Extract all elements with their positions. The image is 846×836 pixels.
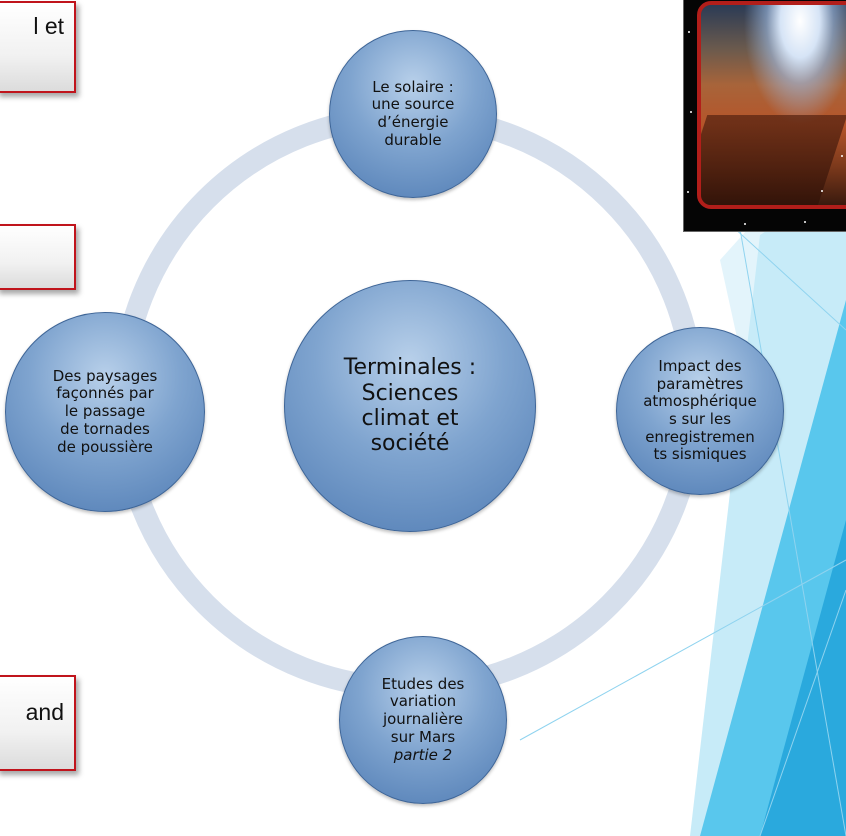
top-node-label: Le solaire : une source d’énergie durabl… bbox=[371, 77, 455, 149]
cycle-node-bottom: Etudes des variation journalière sur Mar… bbox=[339, 636, 507, 804]
cycle-node-top: Le solaire : une source d’énergie durabl… bbox=[329, 30, 497, 198]
cycle-node-right: Impact des paramètres atmosphérique s su… bbox=[616, 327, 784, 495]
bottom-node-text: Etudes des variation journalière sur Mar… bbox=[382, 658, 465, 782]
left-node-label: Des paysages façonnés par le passage de … bbox=[52, 366, 158, 456]
bottom-text-box: and bbox=[0, 675, 76, 771]
cycle-center-node: Terminales : Sciences climat et société bbox=[284, 280, 536, 532]
mars-landscape-image bbox=[683, 0, 846, 232]
top-text-box: l et bbox=[0, 1, 76, 93]
bottom-text-fragment: and bbox=[25, 699, 64, 725]
center-node-label: Terminales : Sciences climat et société bbox=[343, 355, 477, 457]
middle-text-box bbox=[0, 224, 76, 290]
top-text-fragment: l et bbox=[33, 13, 64, 39]
bottom-node-label: Etudes des variation journalière sur Mar… bbox=[381, 674, 465, 746]
right-node-label: Impact des paramètres atmosphérique s su… bbox=[643, 356, 757, 464]
bottom-node-emphasis: partie 2 bbox=[393, 745, 453, 764]
cycle-node-left: Des paysages façonnés par le passage de … bbox=[5, 312, 205, 512]
